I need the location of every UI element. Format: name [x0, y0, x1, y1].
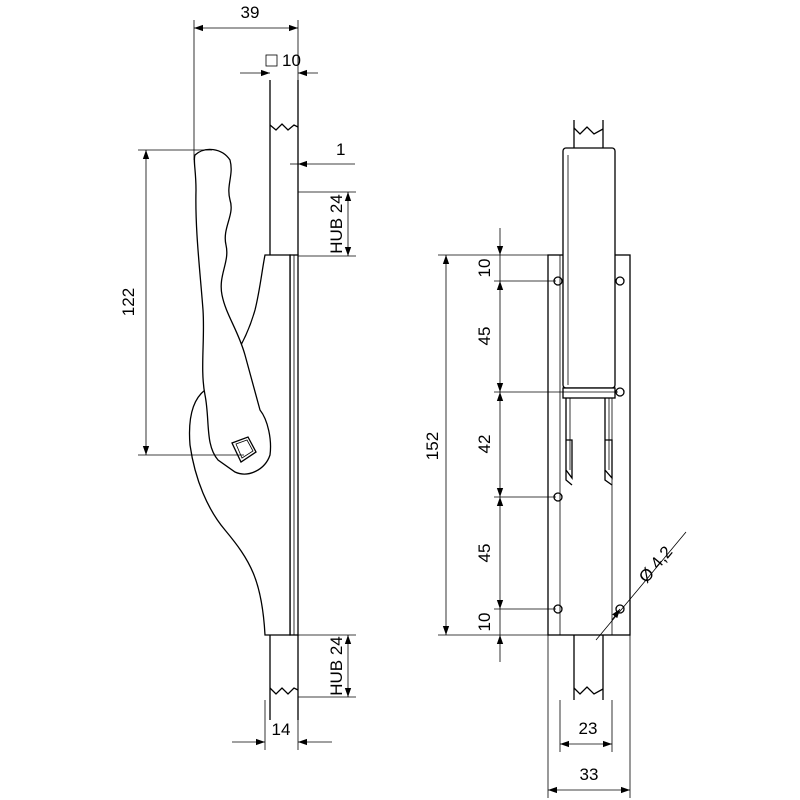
dim-39-label: 39	[241, 3, 260, 22]
dim-hub-top-label: HUB 24	[327, 194, 346, 254]
front-view: 152 10 45 42 45 10 Ø 4,2	[423, 120, 687, 798]
lower-rod	[269, 635, 299, 720]
dim-33-label: 33	[580, 765, 599, 784]
dim-152-label: 152	[423, 432, 442, 460]
dim-hub-top: HUB 24	[298, 191, 356, 257]
handle-lever	[193, 148, 272, 475]
dim-23-label: 23	[579, 719, 598, 738]
dim-42-label: 42	[475, 435, 494, 454]
dim-23: 23	[559, 700, 613, 752]
dim-1-label: 1	[336, 140, 345, 159]
front-upper-rod	[573, 120, 604, 150]
dim-14: 14	[232, 700, 332, 750]
dim-14-label: 14	[272, 720, 291, 739]
dim-square-10-label: 10	[282, 51, 301, 70]
dim-hub-bottom-label: HUB 24	[327, 636, 346, 696]
front-bracket	[562, 387, 616, 486]
dim-122-label: 122	[119, 288, 138, 316]
square-hub	[231, 436, 257, 463]
hub-inner	[235, 439, 254, 459]
dim-hub-bottom: HUB 24	[298, 634, 356, 698]
dim-45-lower-label: 45	[475, 544, 494, 563]
dim-diameter-label: Ø 4,2	[635, 542, 676, 586]
dim-square-10: 10	[240, 51, 318, 77]
dim-152: 152	[423, 254, 548, 636]
front-handle	[562, 147, 616, 389]
dim-10-bottom-label: 10	[475, 613, 494, 632]
dim-1: 1	[290, 140, 355, 170]
dim-122: 122	[119, 149, 244, 456]
upper-rod	[269, 80, 299, 255]
dim-chain: 10 45 42 45 10	[475, 228, 618, 662]
base-plate	[289, 254, 299, 636]
square-icon	[265, 54, 278, 67]
dim-33: 33	[547, 635, 631, 798]
front-lower-rod	[573, 635, 604, 700]
dim-10-top-label: 10	[475, 259, 494, 278]
dim-39: 39	[193, 3, 299, 160]
dim-45-upper-label: 45	[475, 327, 494, 346]
side-view: 39 10 1 HUB 24 122	[119, 3, 356, 750]
